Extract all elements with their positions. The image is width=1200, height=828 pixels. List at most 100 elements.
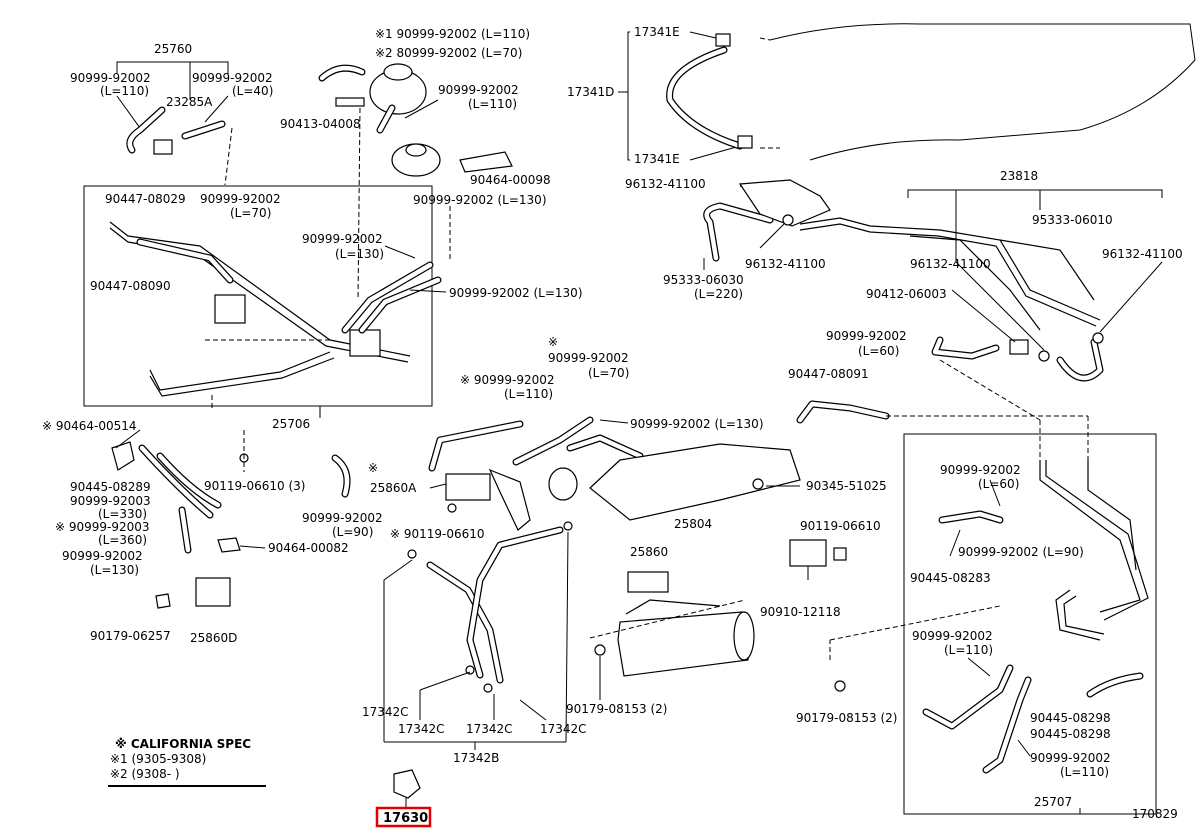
label-17342c[interactable]: 17342C (540, 722, 587, 736)
label-90464-00514[interactable]: ※ 90464-00514 (42, 419, 137, 433)
group-25707: 90999-92002 (L=60) 90999-92002 (L=90) 90… (903, 433, 1157, 815)
label-90999-92002-l130[interactable]: 90999-92002 (L=130) (630, 417, 764, 431)
label-length: (L=70) (588, 366, 629, 380)
label-star: ※ (368, 461, 378, 475)
label-90999-92003[interactable]: ※ 90999-92003 (55, 520, 150, 534)
label-17341e[interactable]: 17341E (634, 25, 680, 39)
label-90445-08298[interactable]: 90445-08298 (1030, 727, 1111, 741)
label-96132-41100[interactable]: 96132-41100 (1102, 247, 1183, 261)
label-90999-92002[interactable]: 90999-92002 (70, 71, 151, 85)
label-23818[interactable]: 23818 (1000, 169, 1038, 183)
group-25706: 90447-08029 90999-92002 (L=70) 90447-080… (83, 185, 442, 431)
group-90999-l90: 90999-92002 (L=90) (302, 454, 383, 539)
label-90999-92002[interactable]: 90999-92002 (826, 329, 907, 343)
label-90999-92002[interactable]: 90999-92002 (302, 511, 383, 525)
label-25804[interactable]: 25804 (674, 517, 712, 531)
label-length: (L=60) (858, 344, 899, 358)
label-length: (L=70) (230, 206, 271, 220)
label-90999-92002[interactable]: 90999-92002 (200, 192, 281, 206)
label-96132-41100[interactable]: 96132-41100 (625, 177, 706, 191)
label-90999-92002[interactable]: 90999-92002 (912, 629, 993, 643)
label-90179-08153[interactable]: 90179-08153 (2) (796, 711, 898, 725)
label-25707[interactable]: 25707 (1034, 795, 1072, 809)
label-90464-00082[interactable]: 90464-00082 (268, 541, 349, 555)
note-1: ※1 (9305-9308) (110, 752, 206, 766)
label-90999-92002[interactable]: 90999-92002 (940, 463, 1021, 477)
label-90999-92002[interactable]: 90999-92002 (62, 549, 143, 563)
label-90999-92002[interactable]: 90999-92002 (302, 232, 383, 246)
label-90119-06610[interactable]: 90119-06610 (800, 519, 881, 533)
label-90179-06257[interactable]: 90179-06257 (90, 629, 171, 643)
label-25706[interactable]: 25706 (272, 417, 310, 431)
label-90999-92002[interactable]: 90999-92002 (548, 351, 629, 365)
label-90119-06610[interactable]: ※ 90119-06610 (390, 527, 485, 541)
group-23818: 96132-41100 95333-06030 (L=220) 96132-41… (625, 169, 1183, 382)
label-17342c[interactable]: 17342C (398, 722, 445, 736)
label-90179-08153[interactable]: 90179-08153 (2) (566, 702, 668, 716)
label-90445-08283[interactable]: 90445-08283 (910, 571, 991, 585)
label-25760[interactable]: 25760 (154, 42, 192, 56)
group-17341: 17341E 17341D 17341E (567, 23, 1196, 166)
label-length: (L=360) (98, 533, 147, 547)
label-25860[interactable]: 25860 (630, 545, 668, 559)
label-90999-92002-l130[interactable]: 90999-92002 (L=130) (449, 286, 583, 300)
label-90345-51025[interactable]: 90345-51025 (806, 479, 887, 493)
label-length: (L=90) (332, 525, 373, 539)
label-90999-92002-l90[interactable]: 90999-92002 (L=90) (958, 545, 1084, 559)
label-90999-92003[interactable]: 90999-92003 (70, 494, 151, 508)
label-90999-92002-l130[interactable]: 90999-92002 (L=130) (413, 193, 547, 207)
label-length: (L=110) (100, 84, 149, 98)
label-90999-92002[interactable]: 90999-92002 (1030, 751, 1111, 765)
label-17341e[interactable]: 17341E (634, 152, 680, 166)
label-star1-hose[interactable]: ※1 90999-92002 (L=110) (375, 27, 530, 41)
label-length: (L=130) (335, 247, 384, 261)
label-90910-12118[interactable]: 90910-12118 (760, 605, 841, 619)
label-90413-04008[interactable]: 90413-04008 (280, 117, 361, 131)
group-center: ※ 90999-92002 (L=70) ※ 90999-92002 (L=11… (368, 335, 801, 677)
group-right-hoses: 90999-92002 (L=60) (826, 329, 1089, 460)
label-90464-00098[interactable]: 90464-00098 (470, 173, 551, 187)
label-length: (L=130) (90, 563, 139, 577)
group-top-center: ※1 90999-92002 (L=110) ※2 80999-92002 (L… (280, 27, 583, 301)
label-96132-41100[interactable]: 96132-41100 (910, 257, 991, 271)
label-90445-08298[interactable]: 90445-08298 (1030, 711, 1111, 725)
label-length: (L=330) (98, 507, 147, 521)
label-17341d[interactable]: 17341D (567, 85, 614, 99)
label-95333-06010[interactable]: 95333-06010 (1032, 213, 1113, 227)
label-90999-92002[interactable]: 90999-92002 (438, 83, 519, 97)
label-17342c[interactable]: 17342C (362, 705, 409, 719)
notes-block: ※ CALIFORNIA SPEC ※1 (9305-9308) ※2 (930… (108, 737, 266, 787)
label-star2-hose[interactable]: ※2 80999-92002 (L=70) (375, 46, 522, 60)
label-length: (L=60) (978, 477, 1019, 491)
selected-part-highlight (375, 806, 432, 828)
group-25760: 25760 90999-92002 (L=110) 90999-92002 (L… (70, 42, 273, 186)
label-23285a[interactable]: 23285A (166, 95, 213, 109)
label-length: (L=40) (232, 84, 273, 98)
label-25860d[interactable]: 25860D (190, 631, 237, 645)
label-length: (L=110) (504, 387, 553, 401)
label-90447-08090[interactable]: 90447-08090 (90, 279, 171, 293)
label-length: (L=220) (694, 287, 743, 301)
label-25860a[interactable]: 25860A (370, 481, 417, 495)
label-length: (L=110) (468, 97, 517, 111)
label-17630-selected[interactable]: 17630 (383, 811, 428, 826)
label-90445-08289[interactable]: 90445-08289 (70, 480, 151, 494)
label-95333-06030[interactable]: 95333-06030 (663, 273, 744, 287)
label-star: ※ (548, 335, 558, 349)
label-90447-08029[interactable]: 90447-08029 (105, 192, 186, 206)
label-length: (L=110) (1060, 765, 1109, 779)
label-96132-41100[interactable]: 96132-41100 (745, 257, 826, 271)
label-90412-06003[interactable]: 90412-06003 (866, 287, 947, 301)
note-california-spec: ※ CALIFORNIA SPEC (115, 737, 251, 751)
label-17342c[interactable]: 17342C (466, 722, 513, 736)
group-25860d: ※ 90464-00514 90445-08289 90999-92003 (L… (42, 419, 349, 645)
label-90999-92002[interactable]: 90999-92002 (192, 71, 273, 85)
label-17342b[interactable]: 17342B (453, 751, 499, 765)
group-17342: 17342C 17342C 17342C 17342C 17342B 90179… (362, 521, 668, 828)
label-90999-92002[interactable]: ※ 90999-92002 (460, 373, 555, 387)
label-90119-06610[interactable]: 90119-06610 (3) (204, 479, 306, 493)
label-length: (L=110) (944, 643, 993, 657)
label-90447-08091[interactable]: 90447-08091 (788, 367, 869, 381)
